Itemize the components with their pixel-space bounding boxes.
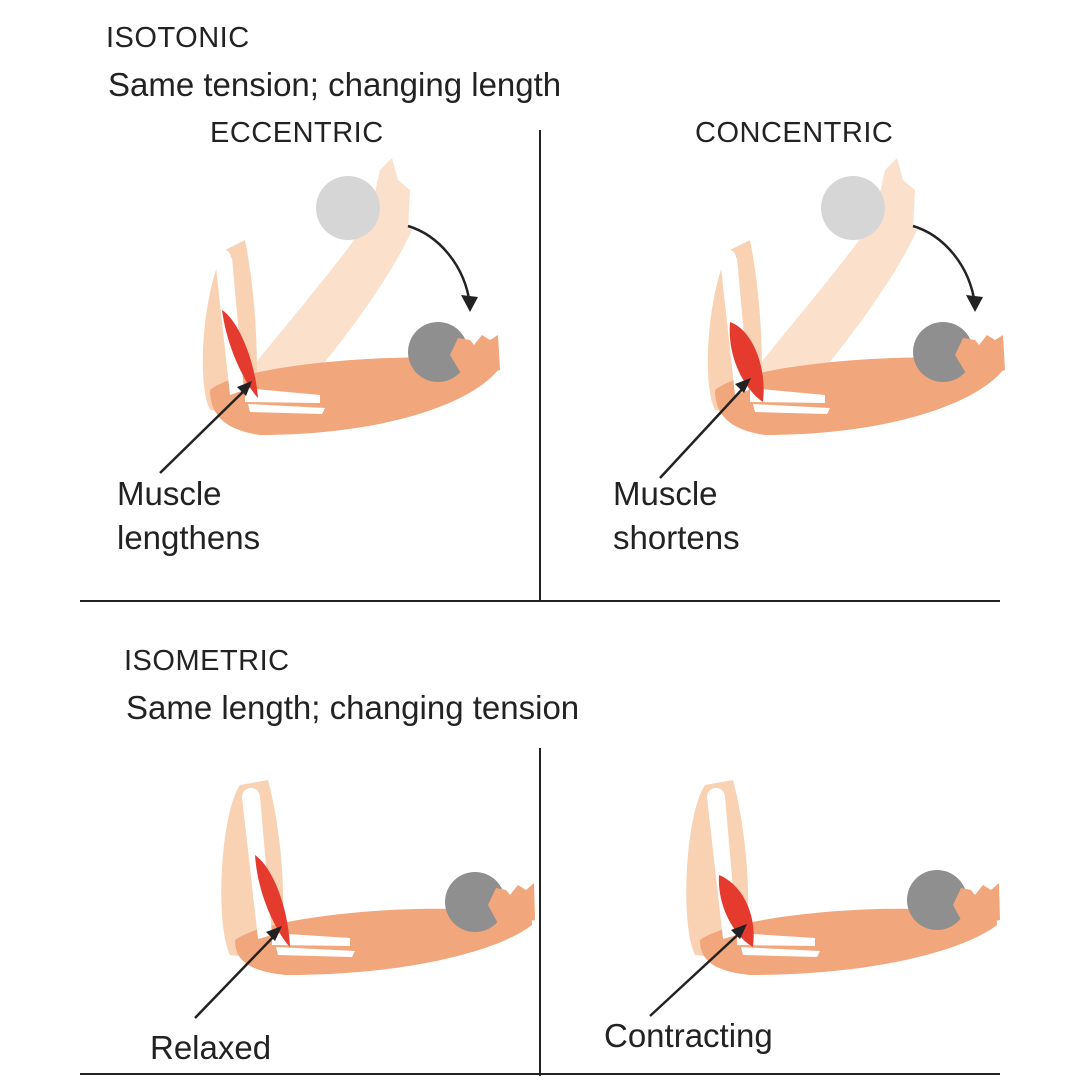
faded-ball xyxy=(316,176,380,240)
eccentric-title: ECCENTRIC xyxy=(210,117,384,149)
isometric-subtitle: Same length; changing tension xyxy=(126,689,580,726)
pointer-arrow-icon xyxy=(159,381,252,474)
faded-hand xyxy=(370,158,410,230)
ball xyxy=(913,322,973,382)
concentric-label-line1: Muscle xyxy=(613,475,718,512)
hand xyxy=(450,335,500,380)
isotonic-title: ISOTONIC xyxy=(106,22,250,54)
ball xyxy=(907,870,967,930)
concentric-arm-illustration xyxy=(707,158,1005,435)
pointer-arrow-icon xyxy=(194,926,282,1019)
isotonic-subtitle: Same tension; changing length xyxy=(108,66,562,103)
curved-arrow-icon xyxy=(912,224,977,306)
isometric-title: ISOMETRIC xyxy=(124,645,290,677)
pointer-arrow-icon xyxy=(659,378,751,479)
ball xyxy=(445,872,505,932)
muscle xyxy=(729,322,764,402)
section-divider xyxy=(80,600,1000,602)
eccentric-label-line1: Muscle xyxy=(117,475,222,512)
faded-hand xyxy=(875,158,915,230)
muscle xyxy=(222,310,258,398)
hand xyxy=(488,883,535,927)
contracting-label: Contracting xyxy=(604,1017,773,1054)
muscle xyxy=(255,855,290,947)
faded-ball xyxy=(821,176,885,240)
forearm-bones xyxy=(750,388,830,414)
contracting-arm-illustration xyxy=(686,780,1000,975)
ball xyxy=(408,322,468,382)
eccentric-arm-illustration xyxy=(202,158,500,435)
pointer-arrow-icon xyxy=(649,924,747,1017)
eccentric-label-line2: lengthens xyxy=(117,519,261,556)
bottom-divider xyxy=(80,1073,1000,1075)
relaxed-arm-illustration xyxy=(221,780,535,975)
hand xyxy=(953,883,1000,927)
curved-arrow-icon xyxy=(407,224,472,306)
relaxed-label: Relaxed xyxy=(150,1029,272,1066)
forearm-bones xyxy=(245,388,325,414)
isotonic-vertical-divider xyxy=(539,130,541,600)
concentric-title: CONCENTRIC xyxy=(695,117,894,149)
isometric-vertical-divider xyxy=(539,748,541,1076)
eccentric-label: Muscle lengthens xyxy=(117,472,260,560)
concentric-label: Muscle shortens xyxy=(613,472,740,560)
hand xyxy=(955,335,1005,380)
muscle xyxy=(718,875,754,947)
forearm-bones xyxy=(737,933,820,957)
faded-forearm xyxy=(755,210,917,402)
concentric-label-line2: shortens xyxy=(613,519,740,556)
forearm-bones xyxy=(272,933,355,957)
faded-forearm xyxy=(250,210,412,402)
